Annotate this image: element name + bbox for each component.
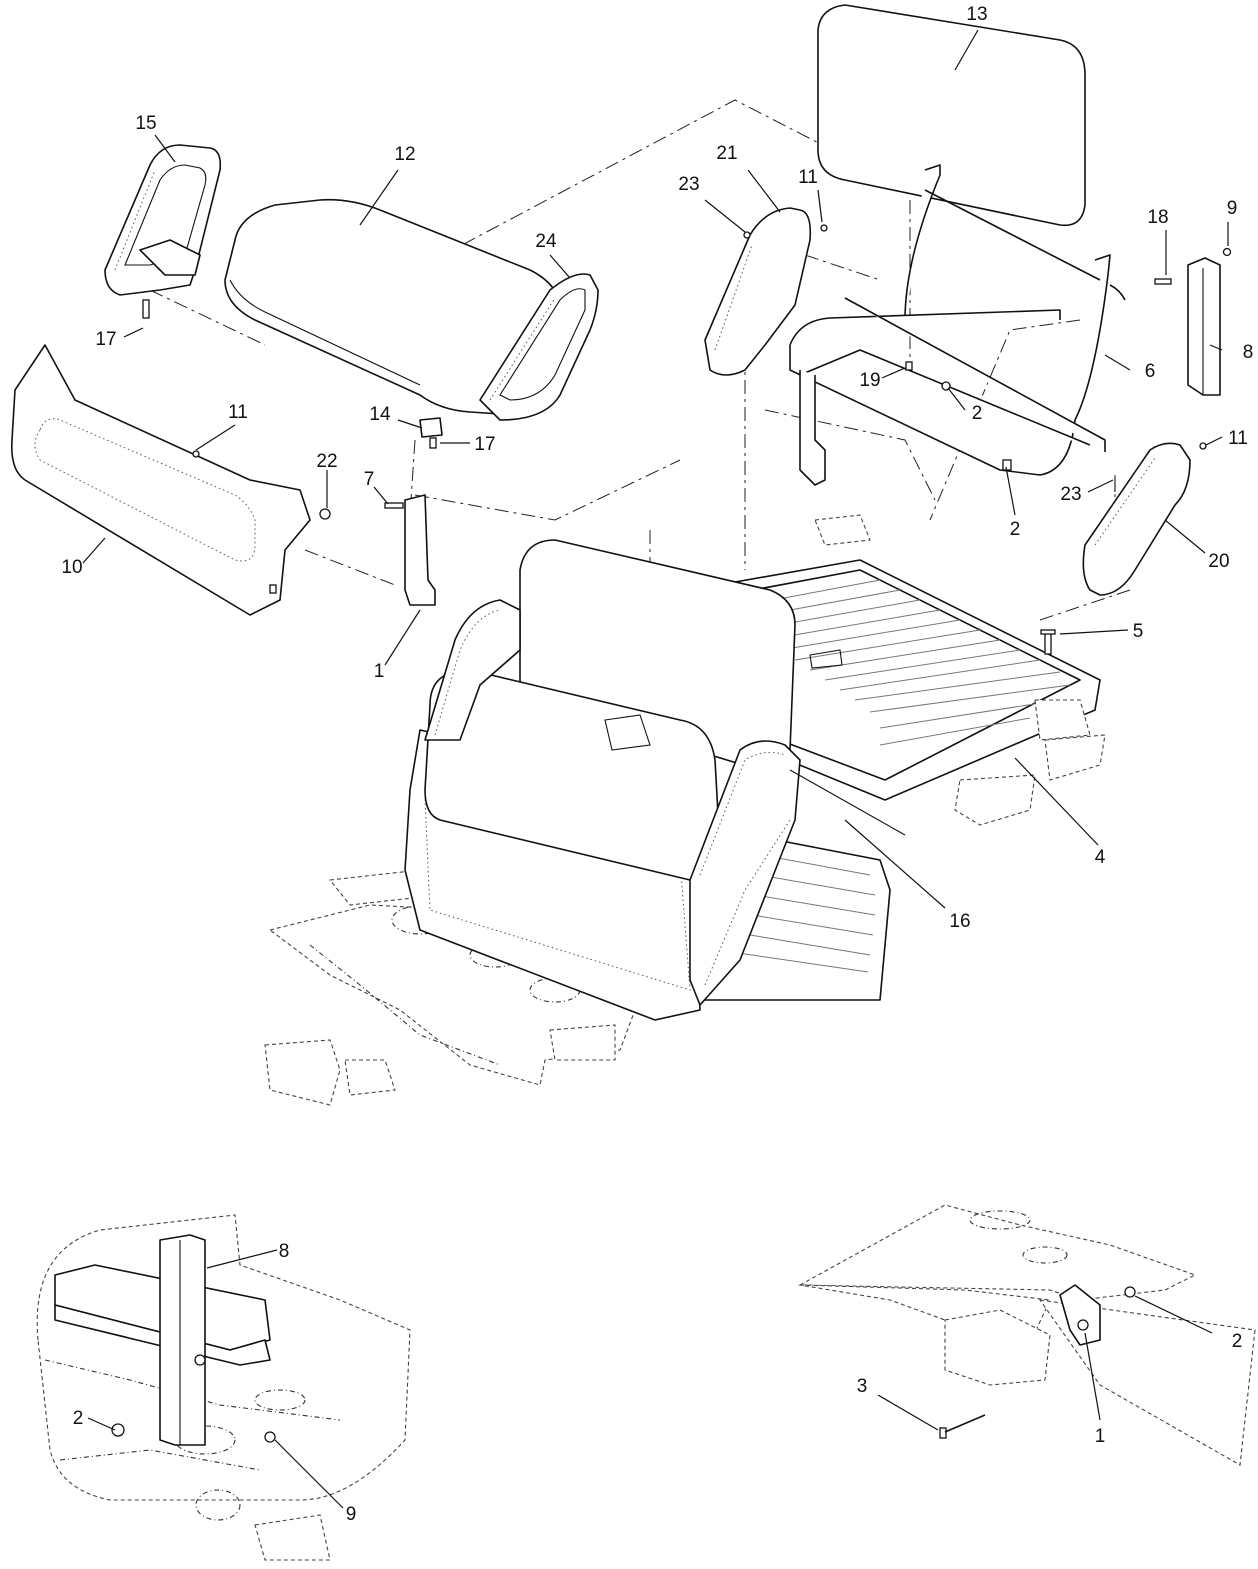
callout-8b: 8	[279, 1241, 290, 1262]
callout-22: 22	[316, 451, 337, 472]
callout-1a: 1	[374, 661, 385, 682]
callout-11a: 11	[798, 167, 818, 188]
seat-front-panel	[10, 344, 331, 616]
assembled-seat	[404, 539, 906, 1021]
leader-lines	[82, 29, 1229, 1509]
callout-3: 3	[857, 1376, 868, 1397]
side-panel-right	[1082, 442, 1207, 596]
callout-15: 15	[135, 113, 156, 134]
seat-frame	[789, 164, 1126, 486]
armrest-right	[479, 273, 599, 421]
callout-16: 16	[949, 911, 970, 932]
callout-11b: 11	[228, 402, 248, 423]
callout-11c: 11	[1228, 428, 1248, 449]
callout-5: 5	[1133, 621, 1144, 642]
callout-18: 18	[1147, 207, 1168, 228]
callout-2c: 2	[73, 1408, 84, 1429]
callout-2d: 2	[1232, 1331, 1243, 1352]
armrest-left	[104, 144, 222, 319]
callout-23b: 23	[1060, 484, 1081, 505]
callout-24: 24	[535, 231, 557, 252]
backrest	[817, 4, 1086, 227]
callout-8a: 8	[1243, 342, 1254, 363]
callout-9a: 9	[1227, 198, 1238, 219]
seat-mount-bracket	[384, 494, 436, 606]
seat-bracket	[419, 417, 443, 449]
callout-2a: 2	[972, 403, 983, 424]
side-panel-upper	[704, 207, 828, 376]
callout-9b: 9	[346, 1504, 357, 1525]
floor-bolt	[1040, 629, 1056, 655]
callout-13: 13	[966, 4, 987, 25]
callout-2b: 2	[1010, 519, 1021, 540]
callout-21: 21	[716, 143, 737, 164]
detail-view-right	[797, 1204, 1256, 1466]
callout-1b: 1	[1095, 1426, 1106, 1447]
callout-20: 20	[1208, 551, 1229, 572]
callout-19: 19	[859, 370, 880, 391]
detail-view-left	[36, 1214, 411, 1561]
callout-12: 12	[394, 144, 415, 165]
callout-23a: 23	[678, 174, 699, 195]
callout-10: 10	[61, 557, 82, 578]
callout-17a: 17	[95, 329, 116, 350]
callout-labels: 13 15 12 21 23 11 24 18 9 8 6 19 2 17 11…	[61, 4, 1253, 1525]
callout-7: 7	[364, 469, 375, 490]
callout-4: 4	[1095, 847, 1106, 868]
callout-6: 6	[1145, 361, 1156, 382]
callout-17b: 17	[474, 434, 495, 455]
callout-14: 14	[369, 404, 391, 425]
vertical-mount-panel	[1154, 247, 1232, 396]
